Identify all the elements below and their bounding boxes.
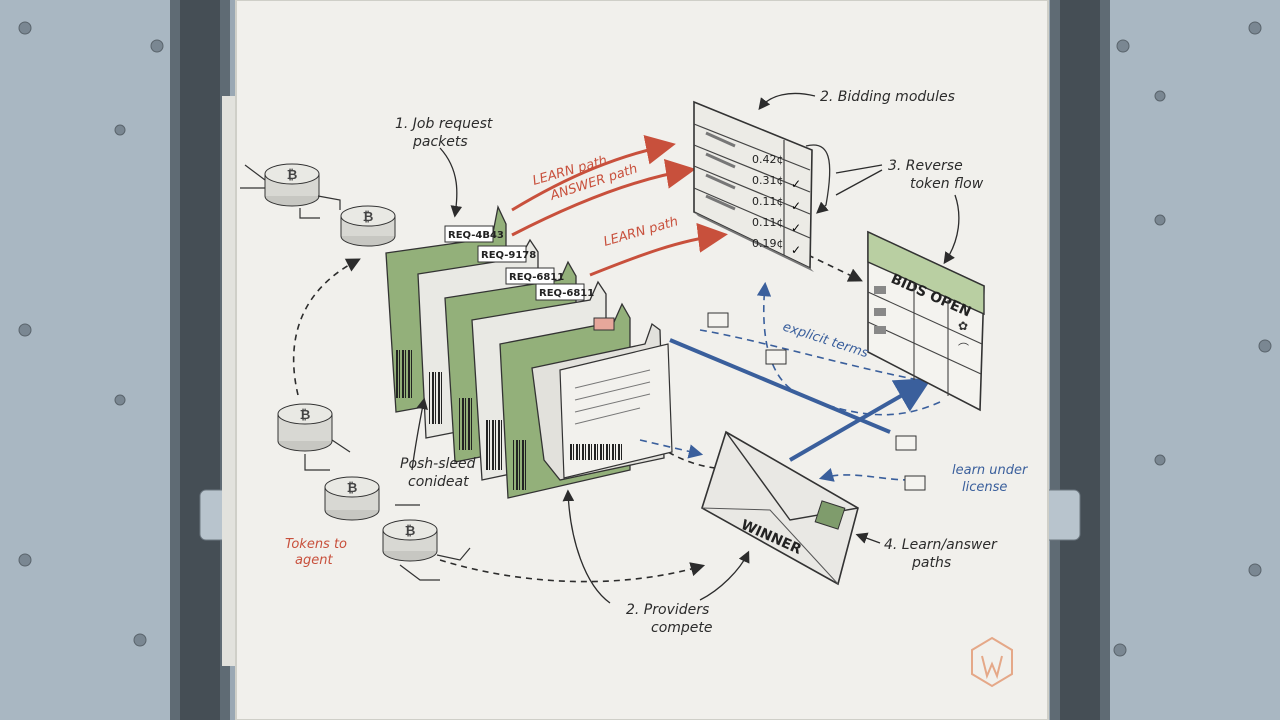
bid-price-3: 0.11¢	[752, 216, 784, 229]
learn-answer-label-1: 4. Learn/answer	[884, 537, 998, 553]
license-card-icons	[707, 312, 926, 491]
providers-label-1: 2. Providers	[626, 602, 709, 618]
tokens-to-agent-label-2: agent	[295, 553, 333, 568]
token-stack-bottom-3: ₿	[382, 519, 438, 562]
bid-price-2: 0.11¢	[752, 195, 784, 208]
reverse-token-label-2: token flow	[910, 176, 984, 192]
posh-sealed-label-2: conideat	[408, 474, 469, 490]
rivets	[18, 21, 1272, 657]
bidding-modules-label: 2. Bidding modules	[820, 89, 955, 105]
bidding-module-panel: 0.42¢ 0.31¢ 0.11¢ 0.11¢ 0.19¢ ✓ ✓ ✓ ✓	[693, 100, 831, 272]
hexagon-logo-icon	[971, 636, 1013, 688]
tokens-to-agent-label-1: Tokens to	[285, 537, 347, 552]
svg-text:₿: ₿	[300, 408, 311, 423]
check-icon-2: ✓	[791, 199, 801, 213]
check-icon-4: ✓	[791, 243, 801, 257]
label-pointers	[411, 92, 960, 604]
providers-label-2: compete	[651, 620, 713, 636]
job-request-label-2: packets	[412, 134, 468, 150]
packet-tag-1: REQ-9178	[481, 250, 536, 261]
learn-answer-label-2: paths	[911, 555, 951, 571]
bids-open-board: BIDS OPEN ✿ ⌒	[867, 230, 985, 412]
job-request-label-1: 1. Job request	[395, 116, 493, 132]
svg-text:✿: ✿	[958, 319, 968, 333]
svg-text:₿: ₿	[405, 524, 416, 539]
circuit-traces	[240, 164, 471, 581]
bid-price-1: 0.31¢	[752, 174, 784, 187]
check-icon-1: ✓	[791, 177, 801, 191]
svg-text:₿: ₿	[347, 481, 358, 496]
token-stack-top-2: ₿	[340, 205, 396, 247]
token-stack-bottom-2: ₿	[324, 476, 380, 521]
packet-tag-2: REQ-6811	[509, 272, 564, 283]
packet-tags: REQ-4B43 REQ-9178 REQ-6811 REQ-6811	[448, 230, 594, 299]
request-packets	[385, 204, 673, 499]
packet-6	[531, 322, 673, 481]
token-stack-top-1: ₿	[264, 163, 320, 207]
svg-text:₿: ₿	[287, 168, 298, 183]
reverse-token-label-1: 3. Reverse	[888, 158, 963, 174]
learn-license-label-2: license	[962, 480, 1007, 495]
check-icon-3: ✓	[791, 221, 801, 235]
blue-paths	[639, 281, 941, 482]
posh-sealed-label-1: Posh-sleed	[400, 456, 476, 472]
packet-tag-3: REQ-6811	[539, 288, 594, 299]
packet-tag-0: REQ-4B43	[448, 230, 504, 241]
red-paths	[511, 135, 728, 277]
diagram-labels: 1. Job request packets 2. Bidding module…	[395, 89, 998, 636]
token-stack-bottom-1: ₿	[277, 403, 333, 452]
bid-price-0: 0.42¢	[752, 153, 784, 166]
bid-price-4: 0.19¢	[752, 237, 784, 250]
svg-text:₿: ₿	[363, 210, 374, 225]
learn-license-label-1: learn under	[952, 463, 1029, 478]
svg-text:⌒: ⌒	[958, 342, 969, 355]
